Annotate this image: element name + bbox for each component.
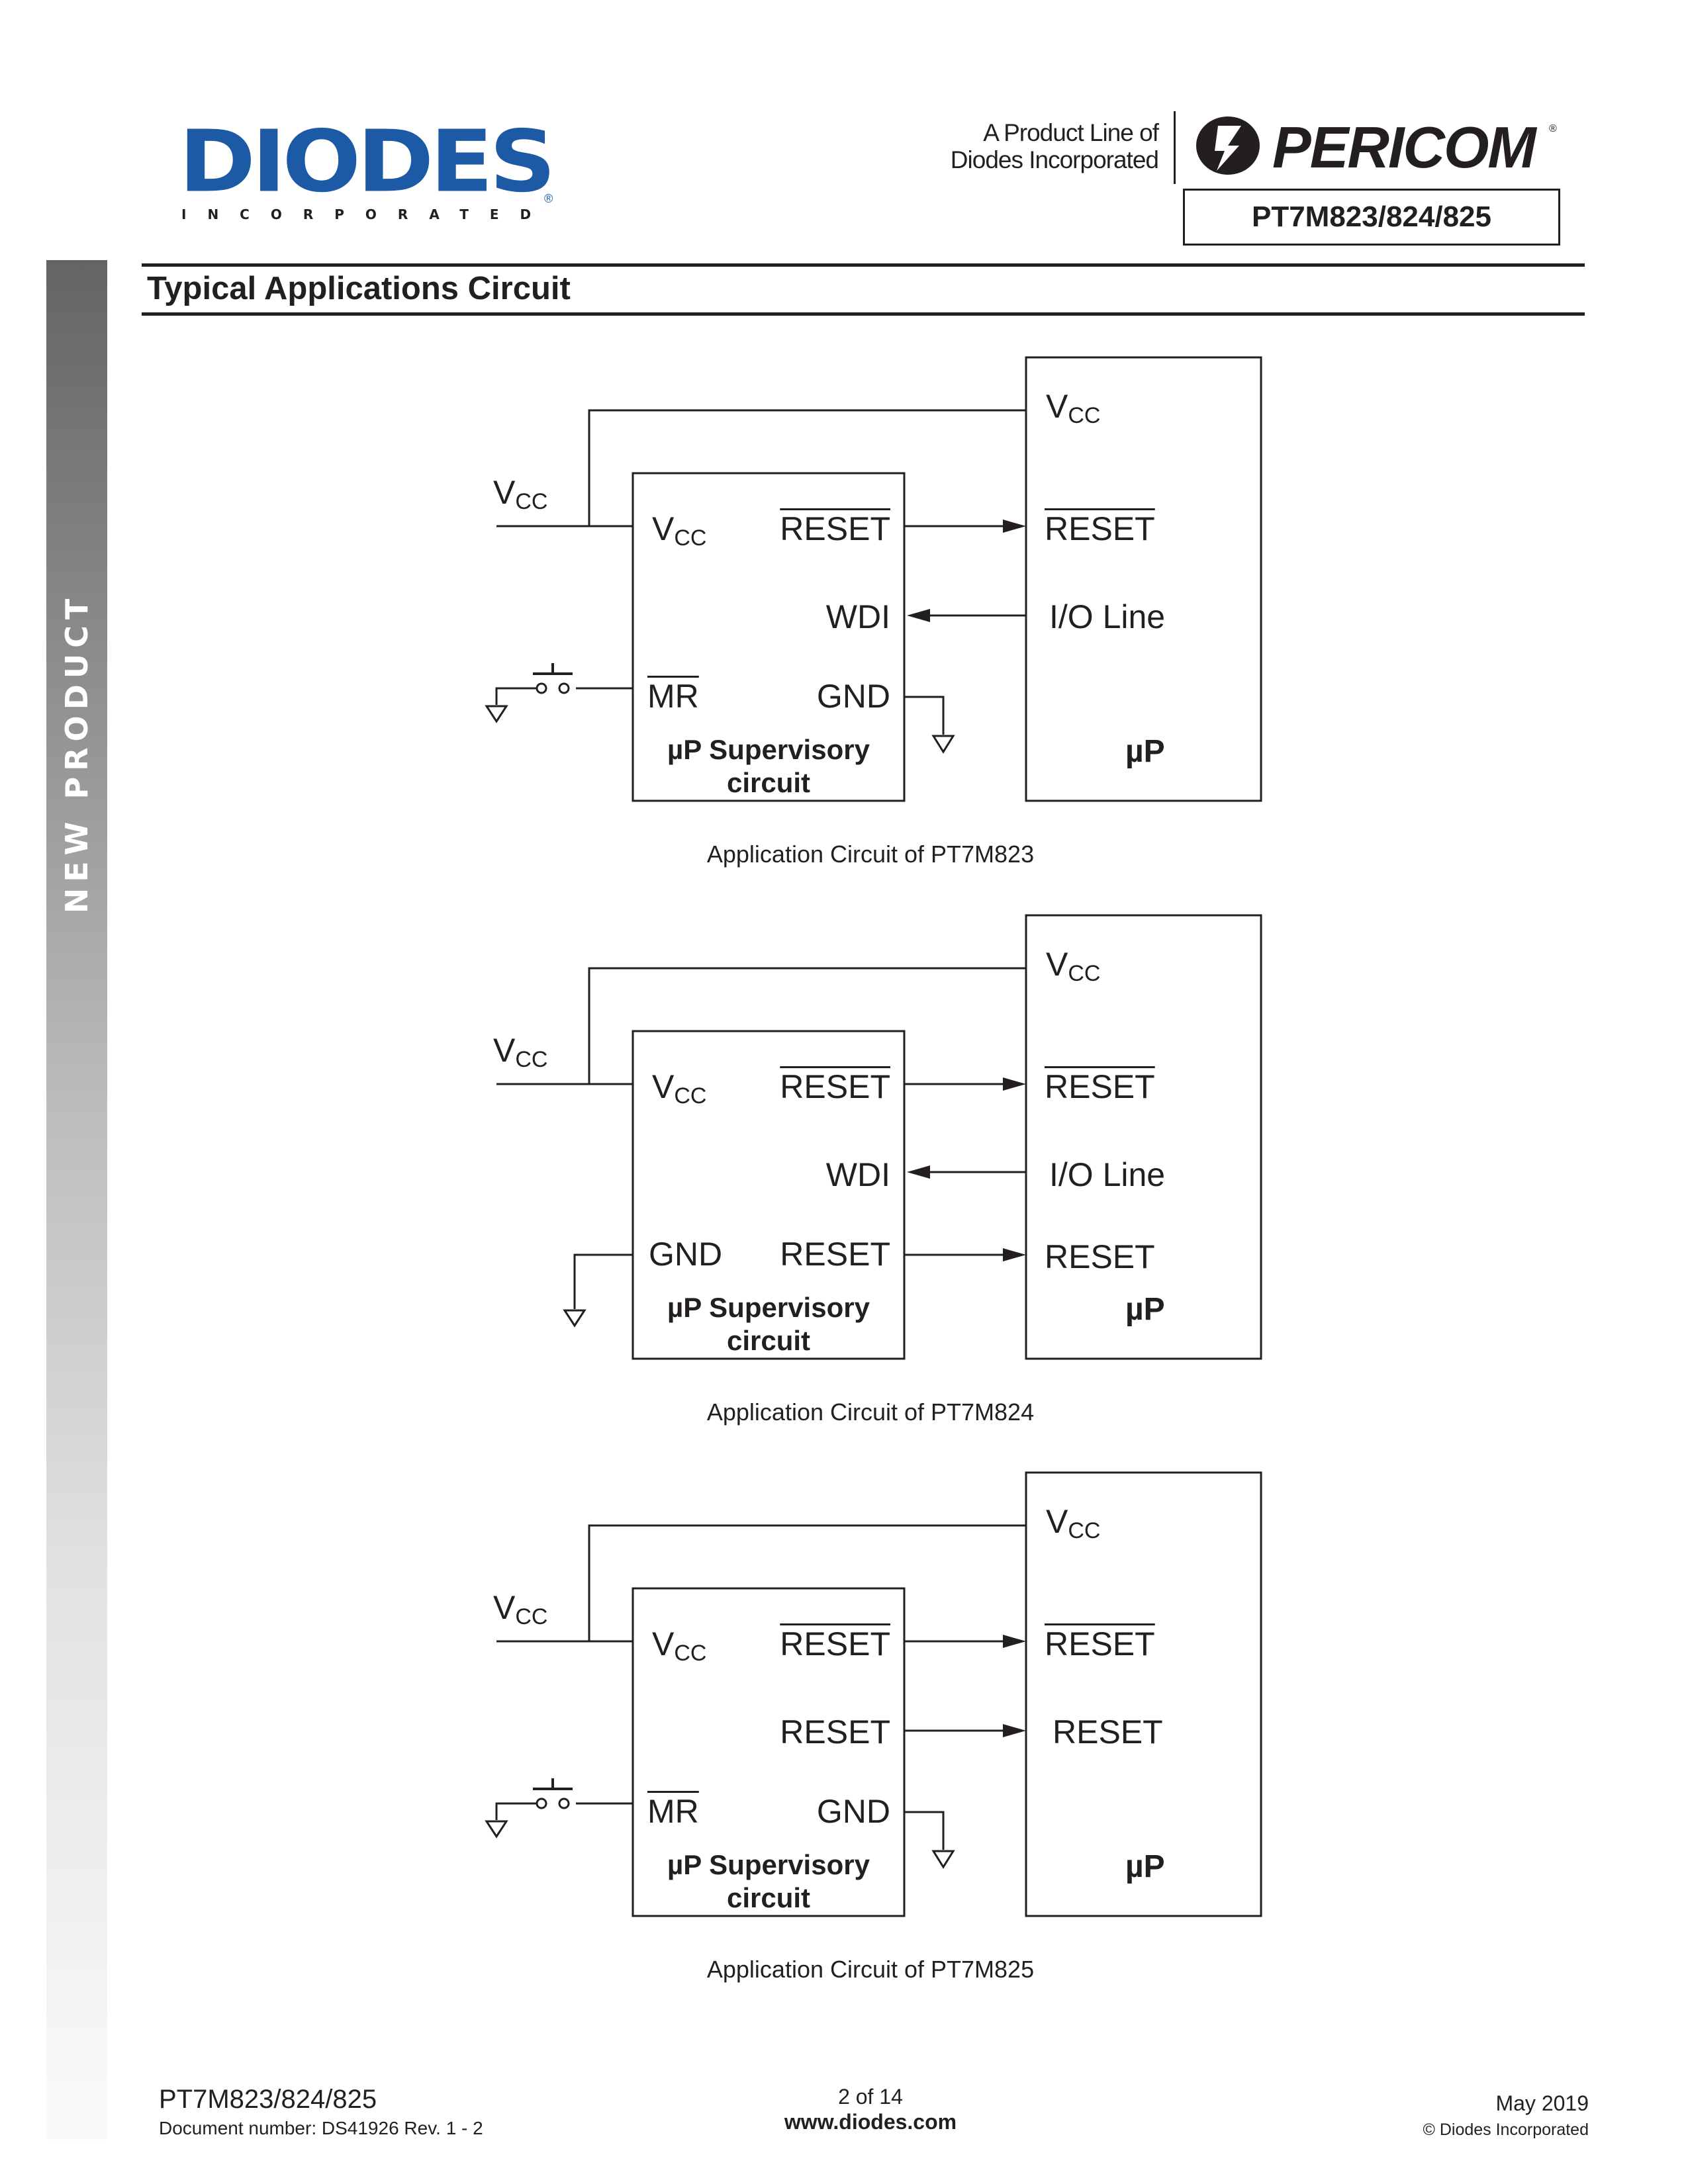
up-vcc-pin: VCC	[1046, 946, 1101, 986]
supervisor-vcc-pin: VCC	[652, 1625, 707, 1666]
ground-icon	[485, 705, 508, 723]
supervisor-box	[632, 472, 906, 802]
pushbutton-icon	[533, 1778, 573, 1809]
supervisor-gnd-pin: GND	[816, 1793, 890, 1830]
vcc-to-up-wire	[588, 1524, 1026, 1641]
new-product-sidebar: NEW PRODUCT	[46, 260, 107, 2140]
header-divider	[1174, 111, 1176, 184]
up-vcc-pin: VCC	[1046, 388, 1101, 428]
supervisor-gnd-pin: GND	[649, 1236, 723, 1273]
diodes-logo: DIODES INCORPORATED ®	[179, 112, 556, 225]
diodes-logo-subtitle: INCORPORATED	[181, 206, 553, 222]
up-reset-bar-pin: RESET	[1045, 1625, 1155, 1662]
supervisor-reset-pin: RESET	[780, 510, 890, 547]
part-number-box: PT7M823/824/825	[1183, 189, 1560, 246]
product-line-line1: A Product Line of	[983, 119, 1159, 146]
footer-website-link[interactable]: www.diodes.com	[784, 2110, 957, 2134]
circuit-caption: Application Circuit of PT7M824	[706, 1398, 1035, 1426]
supervisor-reset-pin: RESET	[780, 1236, 890, 1273]
up-reset-pin: RESET	[1045, 510, 1155, 547]
up-label: µP	[1125, 1849, 1165, 1884]
gnd-wire	[904, 696, 945, 735]
ground-icon	[485, 1820, 508, 1839]
up-label: µP	[1125, 1292, 1165, 1327]
supervisor-box	[632, 1587, 906, 1917]
product-line-text: A Product Line of Diodes Incorporated	[920, 119, 1159, 173]
registered-mark: ®	[544, 192, 553, 205]
supervisor-reset-pin: RESET	[780, 1713, 890, 1751]
reset-arrow	[1003, 1248, 1026, 1261]
footer-document-number: Document number: DS41926 Rev. 1 - 2	[159, 2118, 483, 2138]
up-io-line-pin: I/O Line	[1049, 1156, 1166, 1193]
wdi-arrow	[907, 609, 930, 622]
circuit-caption: Application Circuit of PT7M823	[706, 841, 1035, 868]
pericom-logo: PERICOM ®	[1192, 113, 1562, 180]
reset-arrow	[1003, 520, 1026, 533]
footer-part-number: PT7M823/824/825	[159, 2085, 377, 2114]
supervisor-wdi-pin: WDI	[825, 1156, 890, 1193]
microprocessor-box	[1025, 914, 1262, 1360]
supervisor-vcc-pin: VCC	[652, 510, 707, 551]
supervisor-wdi-pin: WDI	[825, 598, 890, 635]
pericom-registered-mark: ®	[1549, 123, 1557, 134]
reset-arrow	[1003, 1724, 1026, 1737]
microprocessor-box	[1025, 1471, 1262, 1917]
circuit-schematic	[496, 914, 1262, 1360]
up-vcc-pin: VCC	[1046, 1503, 1101, 1543]
button-ground-wire	[495, 687, 536, 705]
vcc-to-up-wire	[588, 409, 1026, 526]
footer-copyright: © Diodes Incorporated	[1423, 2120, 1589, 2139]
application-circuit-pt7m825: VCC VCC RESET RESET GND MR µP Supervisor…	[0, 1466, 1688, 2035]
section-rule-top	[142, 263, 1585, 267]
product-line-line2: Diodes Incorporated	[950, 146, 1159, 173]
external-vcc-label: VCC	[493, 1589, 548, 1629]
section-title: Typical Applications Circuit	[147, 271, 571, 306]
ground-icon	[931, 1850, 955, 1869]
supervisor-vcc-pin: VCC	[652, 1068, 707, 1109]
circuit-schematic	[485, 356, 1262, 802]
external-vcc-label: VCC	[493, 1032, 548, 1072]
application-circuit-pt7m824: VCC VCC RESET WDI RESET GND µP Superviso…	[0, 909, 1688, 1478]
up-reset-pin: RESET	[1045, 1238, 1155, 1275]
pericom-logo-word: PERICOM	[1272, 114, 1536, 180]
external-vcc-label: VCC	[493, 474, 548, 514]
supervisor-reset-bar-pin: RESET	[780, 1625, 890, 1662]
ground-icon	[931, 735, 955, 754]
supervisor-box	[632, 1030, 906, 1360]
circuit-caption: Application Circuit of PT7M825	[706, 1956, 1035, 1983]
circuit-schematic	[485, 1471, 1262, 1917]
diodes-logo-word: DIODES	[179, 112, 556, 212]
reset-bar-arrow	[1003, 1077, 1026, 1091]
supervisor-mr-pin: MR	[647, 1793, 699, 1830]
supervisor-gnd-pin: GND	[816, 678, 890, 715]
reset-bar-arrow	[1003, 1635, 1026, 1648]
wdi-arrow	[907, 1165, 930, 1179]
section-rule-bottom	[142, 312, 1585, 316]
up-label: µP	[1125, 734, 1165, 769]
up-io-line-pin: I/O Line	[1049, 598, 1166, 635]
footer-page-number: 2 of 14	[838, 2085, 903, 2109]
up-reset-pin: RESET	[1053, 1713, 1163, 1751]
supervisor-mr-pin: MR	[647, 678, 699, 715]
up-reset-bar-pin: RESET	[1045, 1068, 1155, 1105]
pericom-bolt-icon	[1196, 116, 1260, 175]
button-ground-wire	[495, 1802, 536, 1820]
microprocessor-box	[1025, 356, 1262, 802]
ground-icon	[563, 1309, 586, 1328]
pushbutton-icon	[533, 663, 573, 694]
footer-date: May 2019	[1495, 2091, 1589, 2115]
vcc-to-up-wire	[588, 967, 1026, 1084]
supervisor-reset-bar-pin: RESET	[780, 1068, 890, 1105]
gnd-wire	[904, 1811, 945, 1850]
gnd-wire	[573, 1253, 633, 1309]
